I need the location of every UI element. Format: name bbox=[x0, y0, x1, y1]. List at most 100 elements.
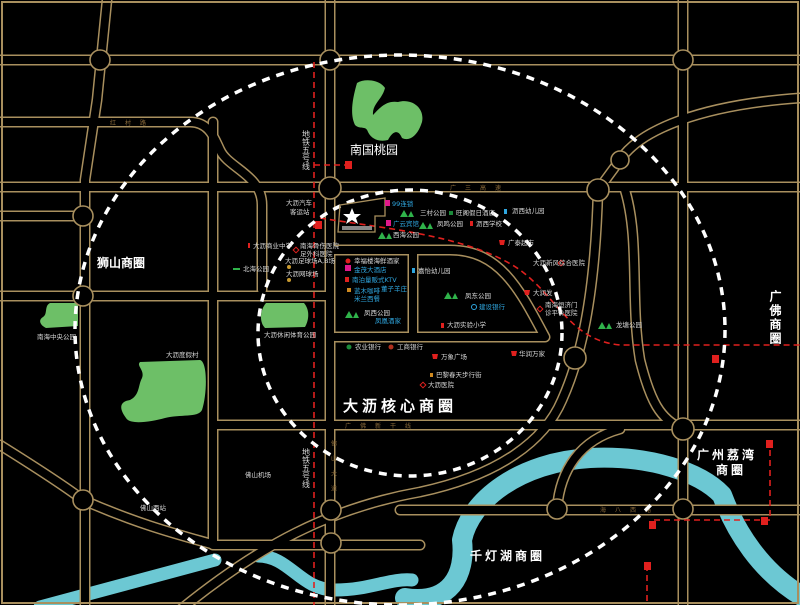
metro-lines bbox=[313, 62, 800, 605]
poi-label[interactable]: 诊平价医院 bbox=[545, 308, 578, 317]
hospital-icon bbox=[557, 259, 565, 267]
park-label-nanhai-central: 南海中央公园 bbox=[37, 332, 76, 341]
poi-label[interactable]: 董子羊庄 bbox=[381, 284, 408, 293]
hotel-icon bbox=[385, 200, 390, 206]
poi-label[interactable]: 大沥足球场A,B场 bbox=[285, 256, 335, 265]
tree-icon bbox=[233, 268, 240, 270]
park-nanhai-central bbox=[40, 303, 78, 328]
tree-icon bbox=[419, 222, 433, 229]
poi-label[interactable]: 金茂大酒店 bbox=[354, 265, 387, 274]
tree-icon bbox=[400, 210, 414, 217]
hospital-icon bbox=[536, 305, 544, 313]
poi-label[interactable]: 大沥新风综合医院 bbox=[533, 258, 586, 267]
poi-label[interactable]: 蓝木咖啡 bbox=[354, 286, 381, 295]
poi-label[interactable]: 米兰西餐 bbox=[354, 294, 381, 303]
poi-label[interactable]: 万象广场 bbox=[441, 352, 468, 361]
poi-label[interactable]: 沥西幼儿园 bbox=[512, 206, 545, 215]
hospital-icon bbox=[292, 246, 300, 254]
river-main bbox=[395, 447, 800, 605]
poi-label[interactable]: 龙塘公园 bbox=[616, 320, 642, 329]
poi-label[interactable]: 广泰超市 bbox=[508, 238, 535, 247]
poi-label[interactable]: 广云宾馆 bbox=[393, 219, 420, 228]
metro-line-label: 地铁五号线 bbox=[302, 447, 311, 488]
project-location[interactable] bbox=[337, 197, 386, 233]
road-label-guangsan: 广三高速 bbox=[450, 184, 510, 192]
poi-label[interactable]: 大沥汽车 bbox=[286, 198, 313, 207]
poi-label[interactable]: 大沥网球场 bbox=[286, 269, 319, 278]
park-leisure-sports bbox=[260, 303, 309, 328]
park-label-nanguo: 南国桃园 bbox=[350, 142, 398, 157]
poi-label[interactable]: 建设银行 bbox=[479, 302, 506, 311]
poi-label[interactable]: 华润万家 bbox=[519, 349, 546, 358]
poi-label[interactable]: 足外科医院 bbox=[300, 249, 333, 258]
tree-icon bbox=[345, 311, 359, 318]
park-dali-resort bbox=[121, 360, 206, 423]
poi-label[interactable]: 西海公园 bbox=[393, 230, 419, 239]
hotel-icon bbox=[449, 211, 453, 215]
core-business-ring bbox=[256, 188, 564, 478]
poi-label[interactable]: 99连锁 bbox=[392, 199, 414, 208]
poi-label[interactable]: 凤西公园 bbox=[364, 309, 390, 317]
outer-business-ring bbox=[73, 53, 727, 605]
poi-label[interactable]: 幸福楼海鲜酒家 bbox=[354, 256, 400, 265]
river-west bbox=[33, 553, 222, 605]
poi-label[interactable]: 大沥医院 bbox=[428, 380, 455, 389]
poi-label[interactable]: 大润发 bbox=[533, 288, 553, 297]
project-caption-plate bbox=[342, 226, 372, 230]
parks bbox=[40, 80, 423, 423]
supermarket-icon bbox=[511, 351, 517, 356]
poi-label[interactable]: 佛山西站 bbox=[140, 503, 167, 512]
metro-station-icons bbox=[315, 161, 773, 570]
road-label-haiba: 海八西路 bbox=[600, 506, 660, 514]
poi-label[interactable]: 大沥实验小学 bbox=[447, 320, 487, 329]
poi-label[interactable]: 南海恒济门 bbox=[545, 300, 578, 309]
poi-label[interactable]: 嘉怡幼儿园 bbox=[418, 266, 451, 275]
poi-label[interactable]: 沥西学校 bbox=[476, 219, 503, 228]
star-icon bbox=[343, 208, 361, 224]
stadium-icon bbox=[287, 278, 291, 282]
bank-icon bbox=[388, 344, 394, 350]
poi-label[interactable]: 南泊量贩式KTV bbox=[352, 275, 397, 284]
poi-label[interactable]: 客运站 bbox=[290, 207, 310, 216]
school-icon bbox=[470, 221, 473, 226]
poi-label[interactable]: 佛山机场 bbox=[245, 470, 272, 479]
poi-label[interactable]: 旺阁假日酒店 bbox=[456, 208, 496, 217]
poi-label[interactable]: 凤凰酒家 bbox=[375, 316, 402, 325]
park-nanguo-taoyuan bbox=[352, 80, 423, 141]
poi-label[interactable]: 大沥商业中学 bbox=[253, 241, 293, 250]
district-label-liwan-line1: 广州荔湾 bbox=[697, 447, 757, 462]
supermarket-icon bbox=[432, 354, 438, 359]
supermarket-icon bbox=[499, 240, 505, 245]
poi-label[interactable]: 北海公园 bbox=[243, 264, 269, 273]
poi-label[interactable]: 凤鸣公园 bbox=[437, 219, 463, 228]
roundabouts bbox=[72, 49, 695, 554]
school-icon bbox=[441, 323, 444, 328]
hotel-icon bbox=[345, 265, 351, 271]
poi-label[interactable]: 南海骨伤医院 bbox=[300, 241, 340, 250]
bank-icon bbox=[346, 344, 352, 350]
bank-icon bbox=[471, 304, 477, 310]
cafe-icon bbox=[347, 288, 351, 292]
restaurant-icon bbox=[345, 258, 351, 264]
road-label-foshan-ave: 佛山大道 bbox=[330, 439, 337, 500]
poi-labels: 99连锁 三村公园 旺阁假日酒店 沥西幼儿园 广云宾馆 凤鸣公园 沥西学校 西海… bbox=[140, 198, 642, 512]
school-icon bbox=[412, 268, 415, 273]
poi-label[interactable]: 农业银行 bbox=[355, 342, 382, 351]
poi-label[interactable]: 巴黎春天步行街 bbox=[436, 370, 482, 379]
poi-label[interactable]: 工商银行 bbox=[397, 342, 424, 351]
metro-station-icon bbox=[649, 521, 656, 529]
poi-label[interactable]: 凤东公园 bbox=[465, 291, 491, 300]
poi-label[interactable]: 三村公园 bbox=[420, 208, 446, 217]
district-label-guangfo: 广佛商圈 bbox=[768, 289, 782, 346]
district-label-shishan: 狮山商圈 bbox=[96, 255, 145, 270]
tree-icon bbox=[444, 292, 458, 299]
district-label-qiandenghu: 千灯湖商圈 bbox=[470, 548, 545, 563]
park-icons bbox=[233, 210, 612, 329]
poi-label[interactable]: 大沥度假村 bbox=[166, 350, 199, 359]
stadium-icon bbox=[287, 265, 291, 269]
road-label-guangfo-new: 广佛新干线 bbox=[345, 422, 420, 430]
